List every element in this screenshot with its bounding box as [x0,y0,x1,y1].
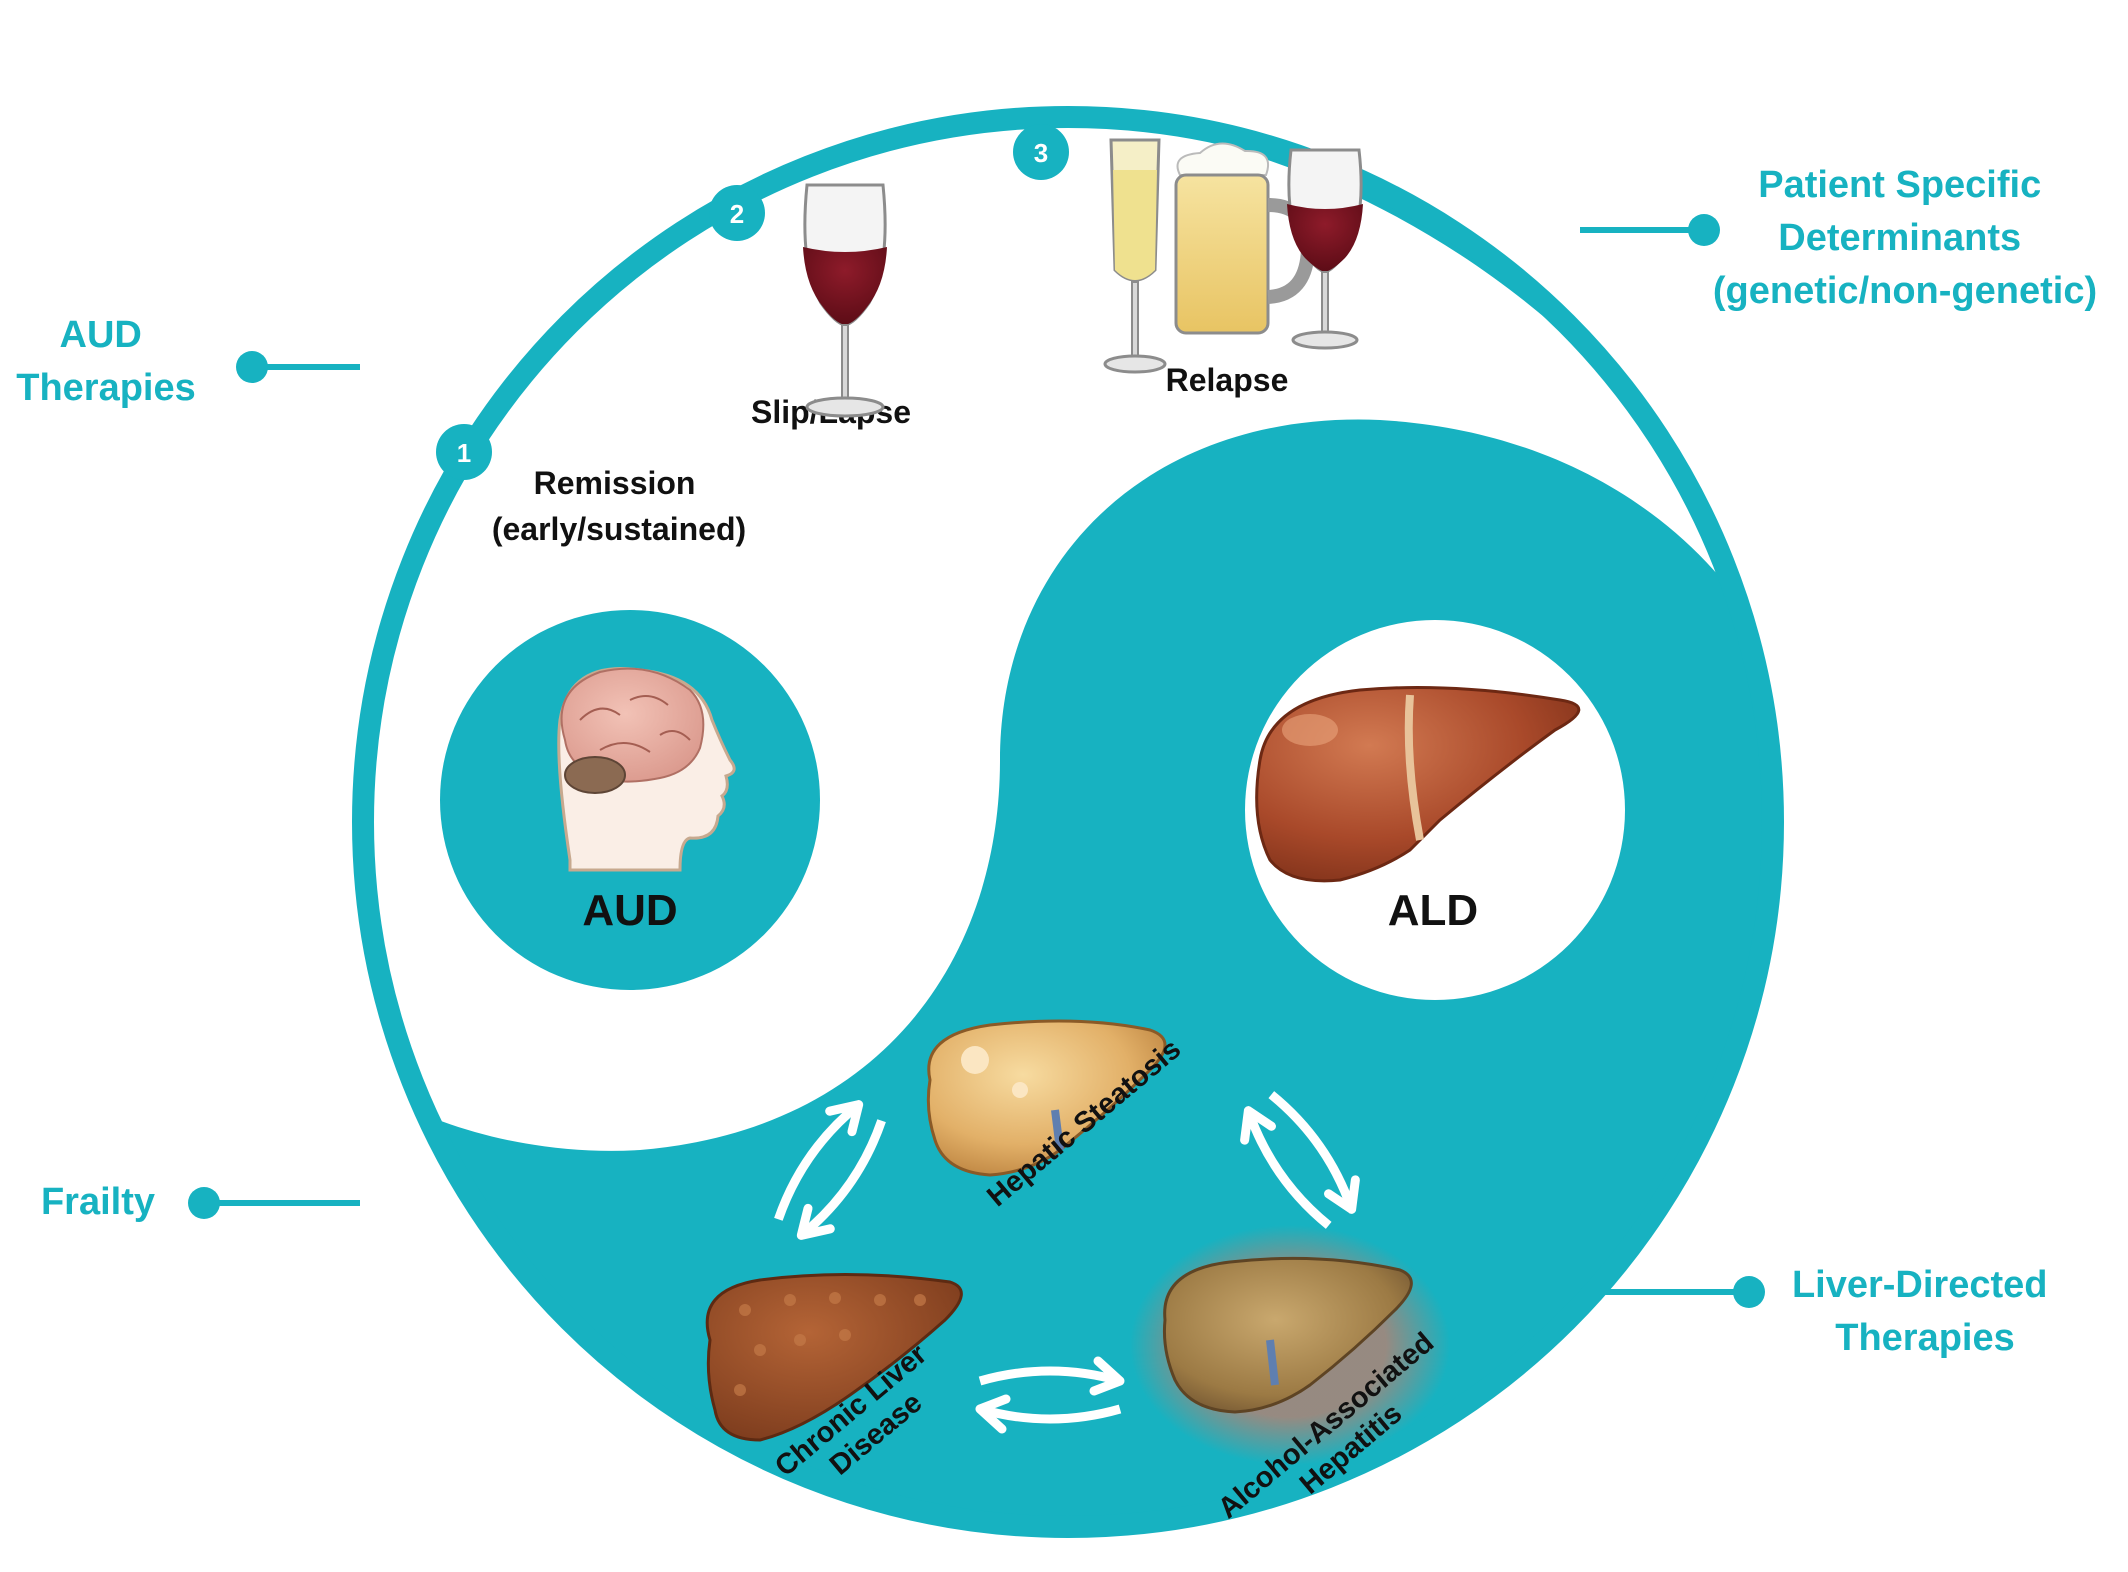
outer-ring-stroke [352,106,1784,1538]
svg-text:2: 2 [730,199,744,229]
remission-label: Remission (early/sustained) [492,465,746,547]
liver-icon [1255,686,1581,883]
stage-badge-2: 2 [709,185,765,241]
aud-center-label: AUD [582,886,677,935]
wine-glass-icon [803,183,887,418]
liver-directed-label: Liver-Directed Therapies [1792,1264,2058,1359]
fatty-liver-icon [926,1019,1167,1177]
connectors [188,214,1765,1308]
wine-glass-icon-relapse [1287,148,1363,350]
brain-head-icon [557,667,736,872]
champagne-glass-icon [1103,138,1167,374]
stage-badge-1: 1 [436,424,492,480]
patient-specific-label: Patient Specific Determinants (genetic/n… [1713,164,2097,312]
relapse-label: Relapse [1166,362,1289,398]
svg-text:1: 1 [457,438,471,468]
inflamed-liver-icon [1163,1256,1413,1414]
aud-therapies-label: AUD Therapies [16,314,196,409]
frailty-label: Frailty [41,1181,155,1223]
stage-badge-3: 3 [1013,124,1069,180]
svg-text:3: 3 [1034,138,1048,168]
ald-center-label: ALD [1388,886,1478,935]
cirrhotic-liver-icon [705,1272,963,1442]
